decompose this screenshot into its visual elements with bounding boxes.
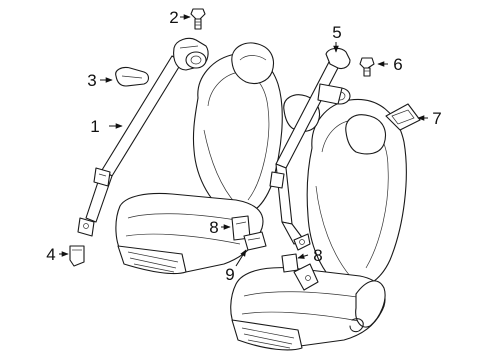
anchor-cover-part-4: [69, 245, 85, 267]
left-seat: [115, 42, 283, 275]
bolt-part-2: [190, 8, 206, 30]
cover-part-3: [115, 66, 150, 87]
right-seat-belt-assembly: [269, 47, 351, 251]
callout-4: 4: [46, 245, 55, 264]
leader-lines: [59, 14, 428, 267]
bolt-part-6: [359, 57, 375, 77]
buckle-cover-part-9: [243, 231, 267, 251]
callout-1: 1: [90, 117, 99, 136]
callout-6: 6: [393, 55, 402, 74]
left-seat-belt-assembly: [77, 37, 209, 237]
callout-9: 9: [225, 265, 234, 284]
buckle-part-8-right: [281, 253, 319, 291]
callout-5: 5: [332, 23, 341, 42]
right-seat: [230, 94, 407, 351]
callout-3: 3: [87, 71, 96, 90]
callout-labels: 1 2 3 4 5 6 7 8 8 9: [46, 8, 441, 284]
callout-2: 2: [169, 8, 178, 27]
callout-8-upper: 8: [209, 218, 218, 237]
callout-7: 7: [432, 109, 441, 128]
callout-8-lower: 8: [313, 246, 322, 265]
